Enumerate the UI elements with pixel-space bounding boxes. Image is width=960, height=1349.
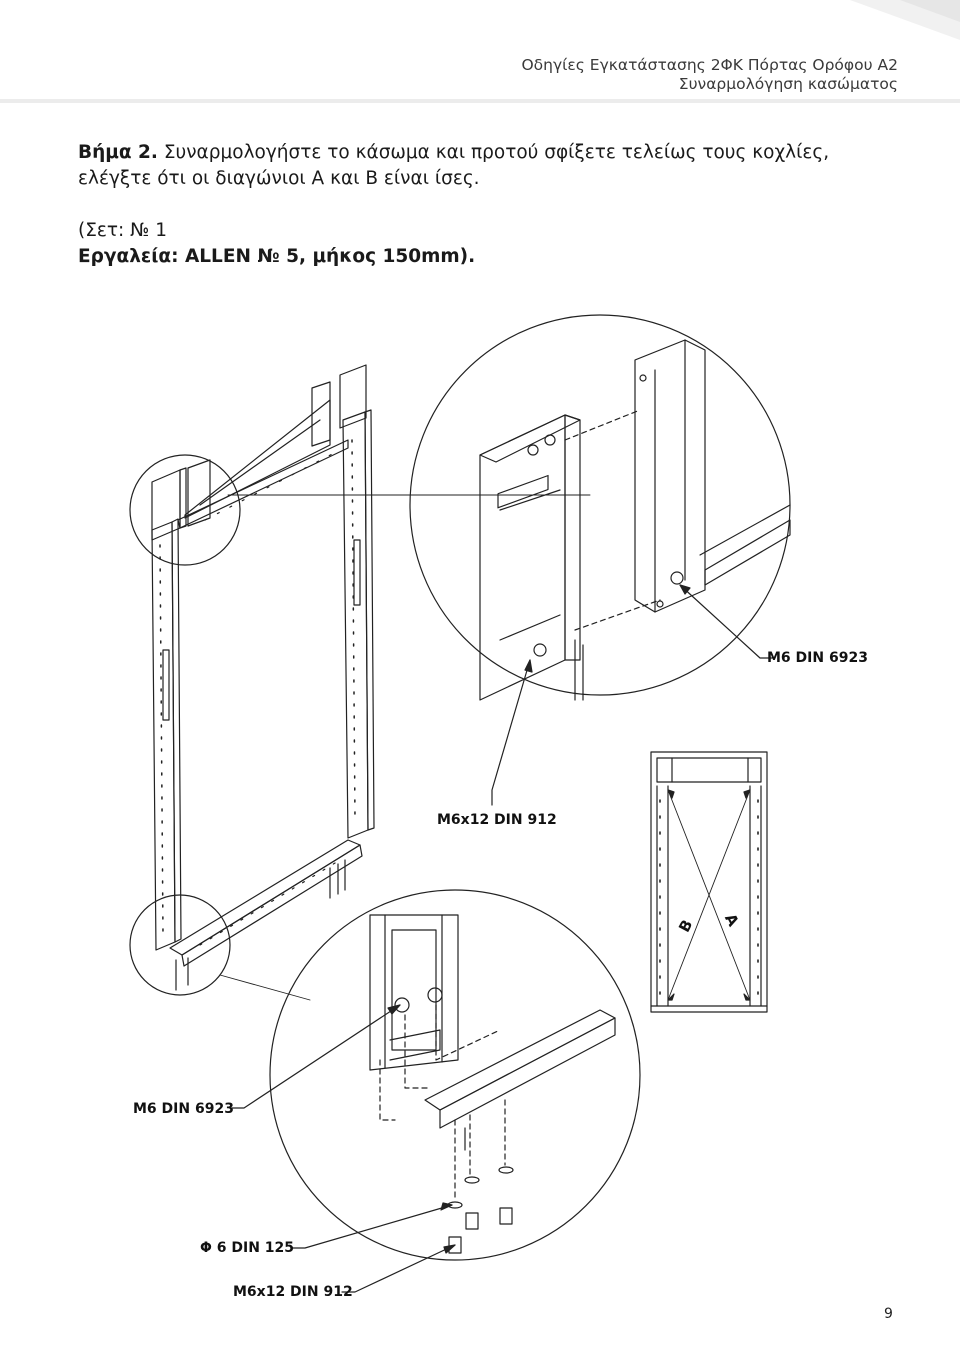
zoom-circle-top <box>129 454 241 566</box>
callout-top-bolt: M6x12 DIN 912 <box>437 812 557 828</box>
reference-frame <box>650 751 768 1013</box>
bottom-detail <box>269 889 641 1261</box>
document-header: Οδηγίες Εγκατάστασης 2ΦΚ Πόρτας Ορόφου Α… <box>521 56 898 94</box>
header-subtitle: Συναρμολόγηση κασώματος <box>678 75 898 93</box>
set-line: (Σετ: № 1 <box>78 220 168 241</box>
header-title: Οδηγίες Εγκατάστασης 2ΦΚ Πόρτας Ορόφου Α… <box>521 56 898 74</box>
top-detail <box>409 314 791 701</box>
step-instruction: Βήμα 2. Συναρμολογήστε το κάσωμα και προ… <box>78 140 908 192</box>
callout-washer: Φ 6 DIN 125 <box>200 1240 295 1256</box>
set-info: (Σετ: № 1 Εργαλεία: ALLEN № 5, μήκος 150… <box>78 218 475 270</box>
callout-bottom-bolt: M6x12 DIN 912 <box>233 1284 353 1300</box>
corner-decoration <box>850 0 960 40</box>
callout-top-nut: M6 DIN 6923 <box>767 650 868 666</box>
tools-line: Εργαλεία: ALLEN № 5, μήκος 150mm). <box>78 246 476 267</box>
main-frame <box>151 364 375 991</box>
header-rule <box>0 99 960 103</box>
step-label: Βήμα 2. <box>78 142 158 163</box>
callout-bottom-nut: M6 DIN 6923 <box>133 1101 234 1117</box>
zoom-circle-bottom <box>129 894 231 996</box>
page-number: 9 <box>884 1306 893 1322</box>
step-text: Συναρμολογήστε το κάσωμα και προτού σφίξ… <box>78 142 830 189</box>
